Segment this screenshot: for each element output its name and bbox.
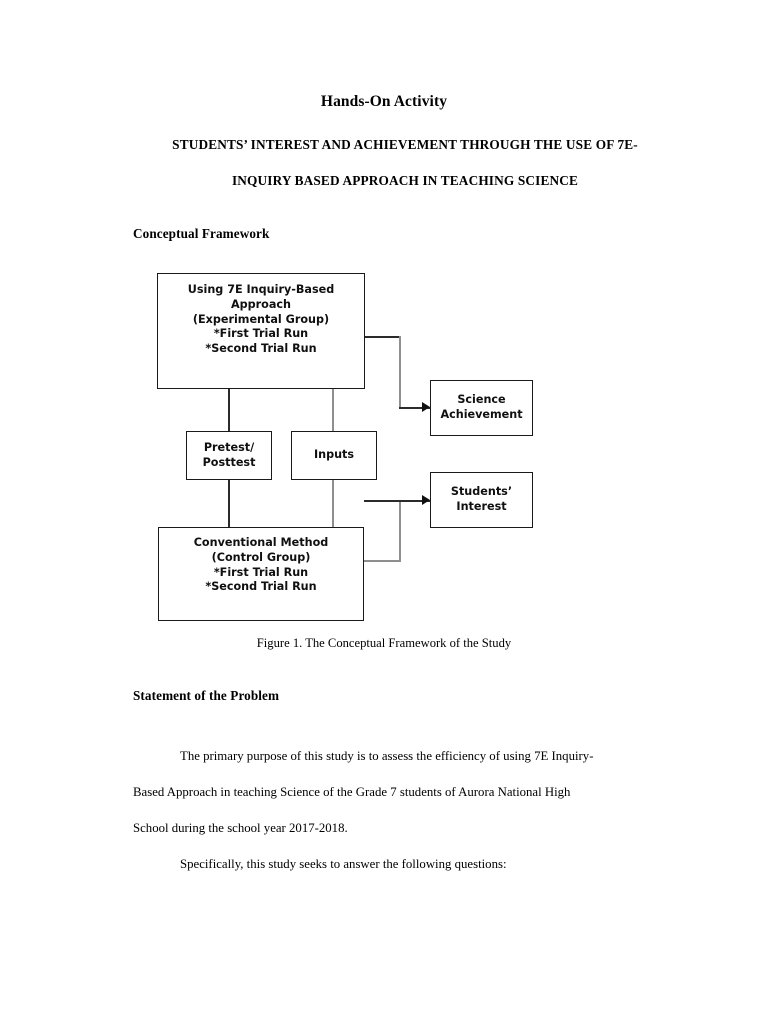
node-inputs-line-1: Inputs bbox=[313, 448, 355, 462]
paragraph-1-line-2: Based Approach in teaching Science of th… bbox=[133, 785, 571, 799]
paragraph-2-line-1: Specifically, this study seeks to answer… bbox=[180, 857, 507, 871]
connector-to-students-interest bbox=[364, 500, 430, 502]
section-heading-conceptual-framework: Conceptual Framework bbox=[133, 226, 270, 241]
node-control-group: Conventional Method (Control Group) *Fir… bbox=[158, 527, 364, 621]
connector-right-vertical-upper bbox=[399, 336, 401, 408]
node-interest-line-1: Students’ bbox=[450, 485, 513, 499]
node-science-line-2: Achievement bbox=[440, 408, 523, 421]
connector-control-to-right bbox=[364, 560, 401, 562]
body-paragraph-1: The primary purpose of this study is to … bbox=[133, 738, 678, 846]
connector-experimental-to-inputs bbox=[332, 388, 334, 432]
node-control-line-3: *First Trial Run bbox=[213, 565, 309, 579]
node-science-achievement: Science Achievement bbox=[430, 380, 533, 436]
node-experimental-line-4: *Second Trial Run bbox=[205, 342, 317, 356]
node-inputs: Inputs bbox=[291, 431, 377, 480]
page-title-line-2: INQUIRY BASED APPROACH IN TEACHING SCIEN… bbox=[231, 173, 579, 188]
node-experimental-line-1: Using 7E Inquiry-Based Approach bbox=[187, 283, 335, 311]
node-science-line-1: Science bbox=[457, 393, 506, 407]
node-pretest-line-2: Posttest bbox=[202, 455, 256, 469]
connector-right-vertical-lower bbox=[399, 500, 401, 561]
node-control-line-4: *Second Trial Run bbox=[205, 580, 317, 594]
arrowhead-science-achievement bbox=[422, 402, 430, 412]
node-experimental-line-2: (Experimental Group) bbox=[192, 312, 330, 326]
connector-experimental-to-right bbox=[365, 336, 401, 338]
node-experimental-group: Using 7E Inquiry-Based Approach (Experim… bbox=[157, 273, 365, 389]
paragraph-1-line-3: School during the school year 2017-2018. bbox=[133, 821, 348, 835]
figure-caption: Figure 1. The Conceptual Framework of th… bbox=[256, 636, 512, 650]
arrowhead-students-interest bbox=[422, 495, 430, 505]
node-students-interest: Students’ Interest bbox=[430, 472, 533, 528]
node-pretest-line-1: Pretest/ bbox=[203, 440, 255, 454]
node-interest-line-2: Interest bbox=[456, 500, 507, 513]
node-experimental-line-3: *First Trial Run bbox=[213, 327, 309, 341]
connector-inputs-to-control bbox=[332, 479, 334, 528]
section-heading-statement-of-the-problem: Statement of the Problem bbox=[133, 688, 280, 703]
paragraph-1-line-1: The primary purpose of this study is to … bbox=[180, 749, 594, 763]
document-header-title: Hands-On Activity bbox=[320, 93, 448, 110]
node-control-line-1: Conventional Method bbox=[193, 536, 329, 549]
connector-to-science-achievement bbox=[399, 407, 430, 409]
node-pretest-posttest: Pretest/ Posttest bbox=[186, 431, 272, 480]
node-control-line-2: (Control Group) bbox=[211, 550, 311, 564]
body-paragraph-2: Specifically, this study seeks to answer… bbox=[133, 846, 678, 882]
connector-pretest-to-control bbox=[228, 479, 230, 528]
page-title-line-1: STUDENTS’ INTEREST AND ACHIEVEMENT THROU… bbox=[172, 137, 638, 152]
connector-experimental-to-pretest bbox=[228, 388, 230, 432]
